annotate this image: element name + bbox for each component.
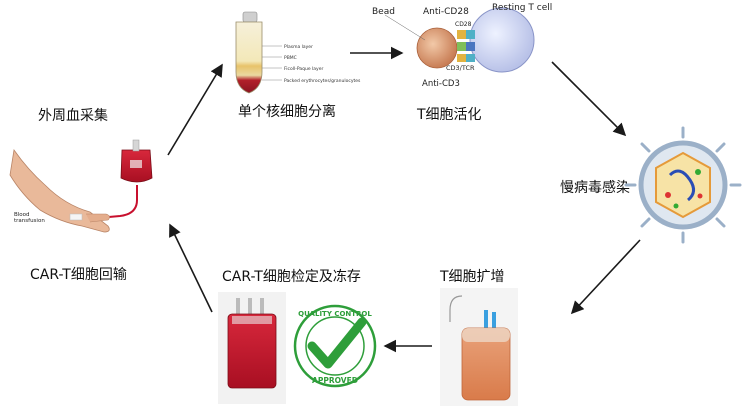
anti-cd3-label: Anti-CD3 [422, 79, 460, 89]
stamp-bottom-text: APPROVED [312, 376, 358, 385]
cd28-label: CD28 [455, 21, 472, 28]
quality-control-stamp: QUALITY CONTROL APPROVED [293, 304, 377, 388]
transfusion-label: transfusion [14, 218, 45, 224]
cell-expansion-bag [440, 288, 518, 406]
stamp-top-text: QUALITY CONTROL [298, 310, 372, 318]
label-collection: 外周血采集 [38, 108, 108, 124]
anti-cd28-label: Anti-CD28 [423, 7, 469, 17]
lentivirus-illustration [624, 126, 742, 244]
qc-blood-bag [218, 292, 286, 404]
label-pbmc-isolation: 单个核细胞分离 [238, 104, 336, 120]
label-expansion: T细胞扩增 [440, 269, 505, 285]
label-activation: T细胞活化 [417, 107, 482, 123]
tube-layer-packed: Packed erythrocytes/granulocytes [284, 78, 361, 84]
tube-layer-plasma: Plasma layer [284, 44, 313, 50]
density-gradient-tube: Plasma layer PBMC Ficoll-Paque layer Pac… [235, 11, 361, 94]
label-transduction: 慢病毒感染 [560, 180, 630, 196]
arrow-transduction-to-expansion [570, 239, 641, 315]
arrow-activation-to-transduction [551, 61, 627, 137]
arrow-collection-to-pbmc [167, 63, 223, 156]
arrow-qc-to-reinfusion [169, 223, 213, 313]
resting-t-cell-label: Resting T cell [492, 3, 552, 13]
bead-label: Bead [372, 7, 395, 17]
blood-transfusion-illustration: Blood transfusion [9, 139, 153, 233]
blood-label: Blood [14, 212, 30, 218]
t-cell-activation-illustration: Bead Anti-CD28 Resting T cell CD28 CD3/T… [372, 3, 552, 89]
label-reinfusion: CAR-T细胞回输 [30, 267, 127, 283]
label-qc-freeze: CAR-T细胞检定及冻存 [222, 269, 361, 285]
cd3-tcr-label: CD3/TCR [446, 64, 475, 72]
tube-layer-ficoll: Ficoll-Paque layer [284, 66, 323, 72]
tube-layer-pbmc: PBMC [284, 55, 297, 61]
